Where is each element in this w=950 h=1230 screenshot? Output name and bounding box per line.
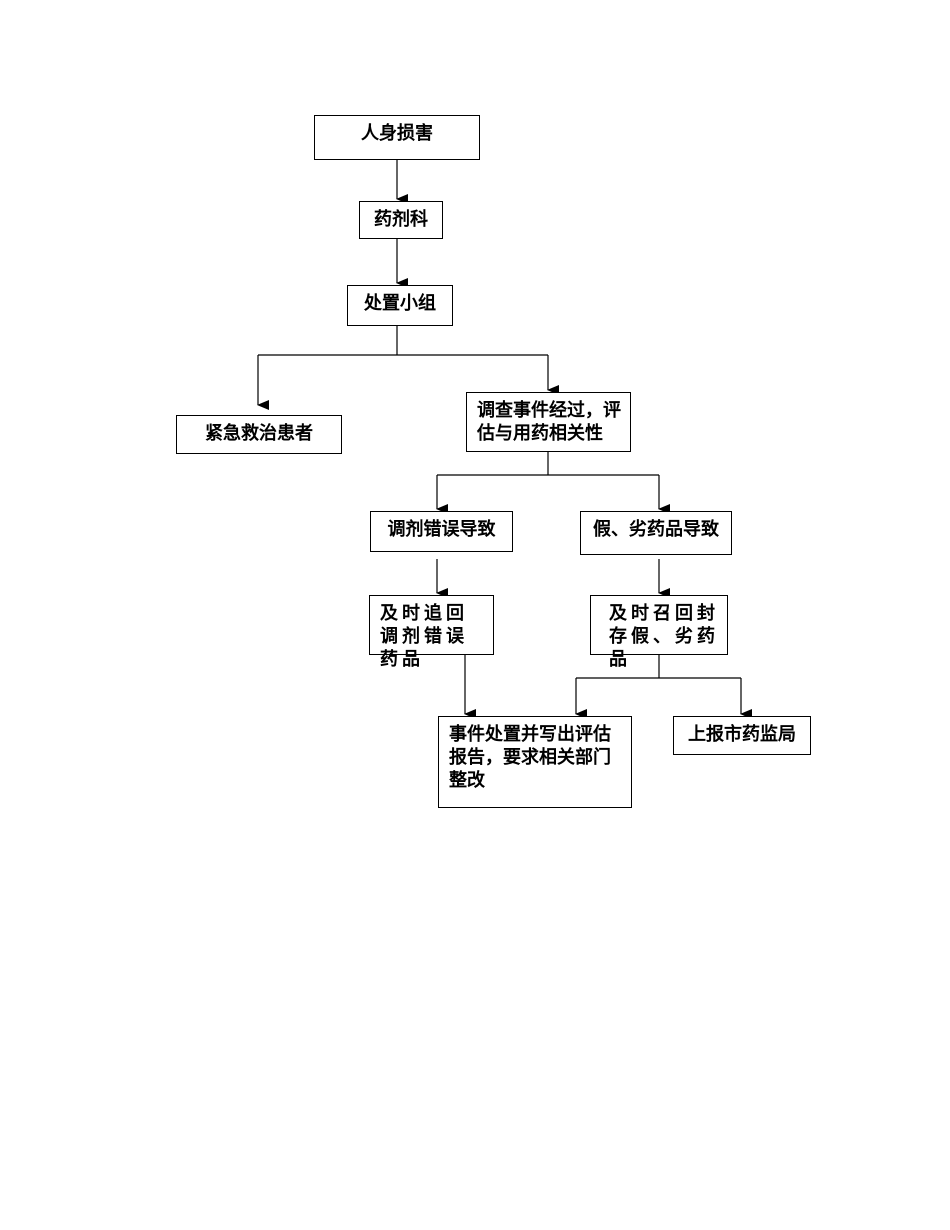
node-recall-dispensing-error: 及时追回调剂错误药品	[369, 595, 494, 670]
node-assessment-report: 事件处置并写出评估报告，要求相关部门整改	[438, 716, 632, 808]
node-investigate-assess: 调查事件经过，评估与用药相关性	[466, 392, 631, 452]
node-emergency-rescue: 紧急救治患者	[176, 415, 342, 454]
node-disposal-team: 处置小组	[347, 285, 453, 326]
node-dispensing-error: 调剂错误导致	[370, 511, 513, 552]
node-counterfeit-drug: 假、劣药品导致	[580, 511, 732, 555]
node-pharmacy: 药剂科	[359, 201, 443, 239]
node-injury: 人身损害	[314, 115, 480, 160]
node-report-drug-administration: 上报市药监局	[673, 716, 811, 755]
node-recall-counterfeit: 及时召回封存假、劣药品	[590, 595, 728, 670]
